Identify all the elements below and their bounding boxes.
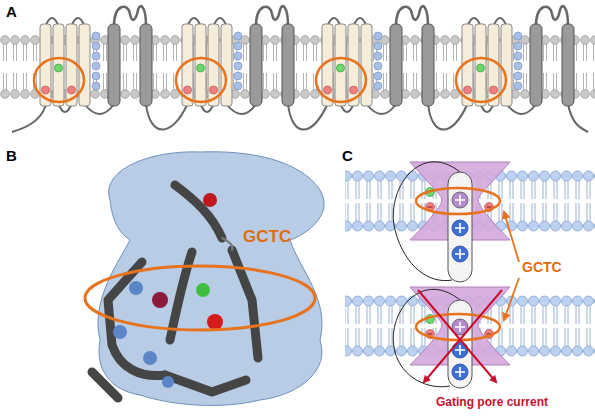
label-holder: GCTC (522, 260, 562, 275)
region-label: GCTC (243, 228, 291, 247)
current-label: Gating pore current (436, 396, 548, 409)
panel-letter: B (6, 148, 17, 165)
channel-domains (12, 6, 588, 132)
label-holder: GCTC (243, 228, 291, 247)
label-holder: B (6, 148, 17, 165)
label-holder: Gating pore current (436, 396, 548, 409)
label-holder: A (6, 4, 17, 21)
label-holder: C (342, 148, 353, 165)
gating-model (345, 162, 595, 388)
panel-letter: C (342, 148, 353, 165)
region-label: GCTC (522, 260, 562, 275)
panel-letter: A (6, 4, 17, 21)
protein-structure (85, 152, 324, 406)
